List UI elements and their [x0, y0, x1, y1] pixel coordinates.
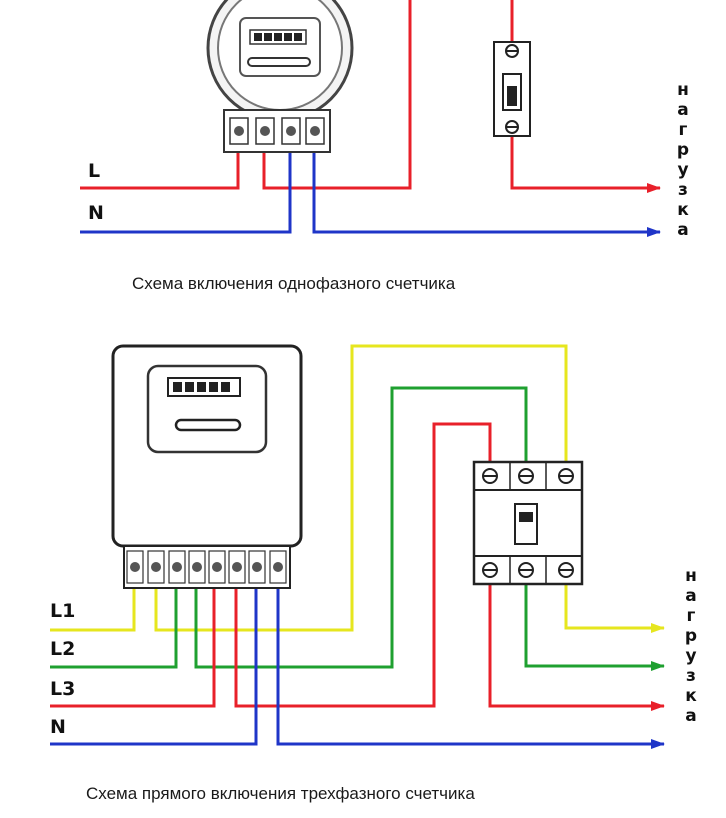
wire-l2-in: [50, 588, 178, 669]
wire-l3-to-breaker: [234, 422, 492, 708]
label-l: L: [88, 160, 101, 182]
wire-l-out: [262, 0, 412, 190]
load-label-single: нагрузка: [673, 80, 693, 240]
caption-single-phase: Схема включения однофазного счетчика: [132, 274, 456, 293]
wire-n-out: [312, 140, 661, 237]
caption-three-phase: Схема прямого включения трехфазного счет…: [86, 784, 475, 803]
wire-l1-to-breaker: [154, 344, 568, 632]
wire-l3-in: [50, 588, 216, 708]
label-n: N: [88, 202, 104, 224]
wire-l-in: [80, 140, 240, 190]
three-phase-breaker: [472, 460, 584, 586]
label-l1: L1: [50, 600, 76, 622]
label-l2: L2: [50, 638, 76, 660]
wire-l3-out: [488, 584, 665, 711]
label-l3: L3: [50, 678, 76, 700]
label-n3: N: [50, 716, 66, 738]
load-label-three: нагрузка: [681, 566, 701, 726]
single-phase-meter: [206, 0, 354, 153]
wire-n-in: [80, 140, 292, 234]
wire-l1-in: [50, 588, 136, 632]
three-phase-meter: [111, 344, 303, 589]
wire-l1-out: [564, 584, 665, 633]
wire-l2-out: [524, 584, 665, 671]
wire-n3-in: [50, 588, 258, 746]
wire-breaker-out: [510, 136, 661, 193]
wire-l2-to-breaker: [194, 386, 528, 669]
three-phase-schematic: [50, 344, 665, 749]
single-phase-breaker: [493, 41, 531, 137]
single-phase-schematic: [80, 0, 661, 237]
section-separator: [0, 258, 726, 328]
wire-n3-out: [276, 588, 665, 749]
